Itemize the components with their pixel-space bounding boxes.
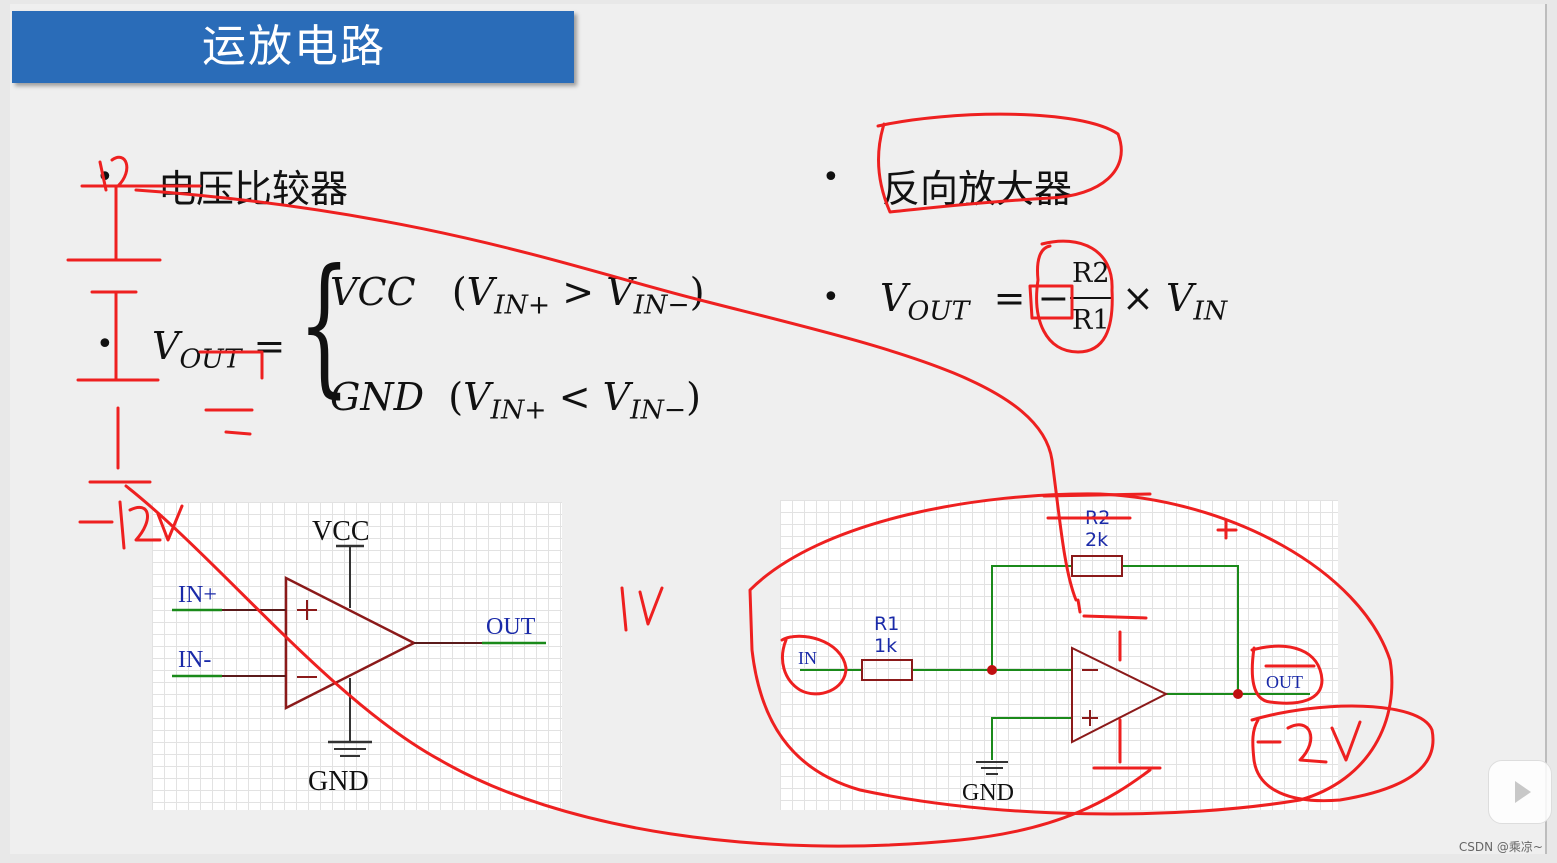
bullet-dot: • — [822, 280, 840, 315]
comparator-vcc-label: VCC — [312, 516, 370, 547]
slide-title-bar: 运放电路 — [12, 11, 574, 83]
inverting-formula-rhs: × VIN — [1122, 276, 1228, 327]
slide-title: 运放电路 — [202, 21, 386, 72]
comparator-schematic: VCC GND IN+ IN- OUT — [152, 502, 562, 810]
comparator-in-minus-label: IN- — [178, 647, 211, 673]
inverting-formula-numerator: R2 — [1072, 258, 1110, 289]
r1-resistor — [861, 659, 913, 681]
csdn-watermark: CSDN @乘凉~ — [1458, 840, 1543, 854]
comparator-schematic-svg: VCC GND IN+ IN- OUT — [172, 516, 546, 797]
inverting-opamp-symbol — [1071, 646, 1169, 744]
play-icon — [1515, 781, 1531, 803]
inverting-amplifier-schematic-svg: R2 2k R1 1k IN OUT GND — [798, 507, 1310, 806]
comparator-formula-lhs: VOUT = — [152, 324, 286, 375]
comparator-heading: 电压比较器 — [158, 167, 349, 211]
comparator-gnd-label: GND — [308, 766, 369, 797]
r1-name-label: R1 — [874, 613, 899, 635]
comparator-out-label: OUT — [486, 614, 536, 640]
comparator-in-plus-label: IN+ — [178, 582, 217, 608]
inverting-amp-heading: 反向放大器 — [882, 167, 1073, 211]
fraction-bar — [1070, 297, 1112, 299]
inverting-gnd-label: GND — [962, 780, 1014, 806]
r2-resistor — [1071, 555, 1123, 577]
r2-value-label: 2k — [1085, 529, 1108, 551]
r1-value-label: 1k — [874, 635, 897, 657]
bullet-dot: • — [96, 160, 114, 195]
comparator-case-2: GND (VIN+ < VIN−) — [330, 375, 701, 426]
video-play-button[interactable] — [1488, 760, 1552, 824]
bullet-dot: • — [822, 160, 840, 195]
comparator-case-1: VCC (VIN+ > VIN−) — [330, 270, 705, 321]
bullet-dot: • — [96, 327, 114, 362]
inverting-formula-lhs: VOUT = − — [880, 276, 1070, 327]
inverting-formula-denominator: R1 — [1072, 305, 1110, 336]
r2-name-label: R2 — [1085, 507, 1110, 529]
inverting-out-label: OUT — [1266, 672, 1303, 692]
inverting-amplifier-schematic: R2 2k R1 1k IN OUT GND — [780, 500, 1338, 810]
inverting-in-label: IN — [798, 648, 817, 668]
